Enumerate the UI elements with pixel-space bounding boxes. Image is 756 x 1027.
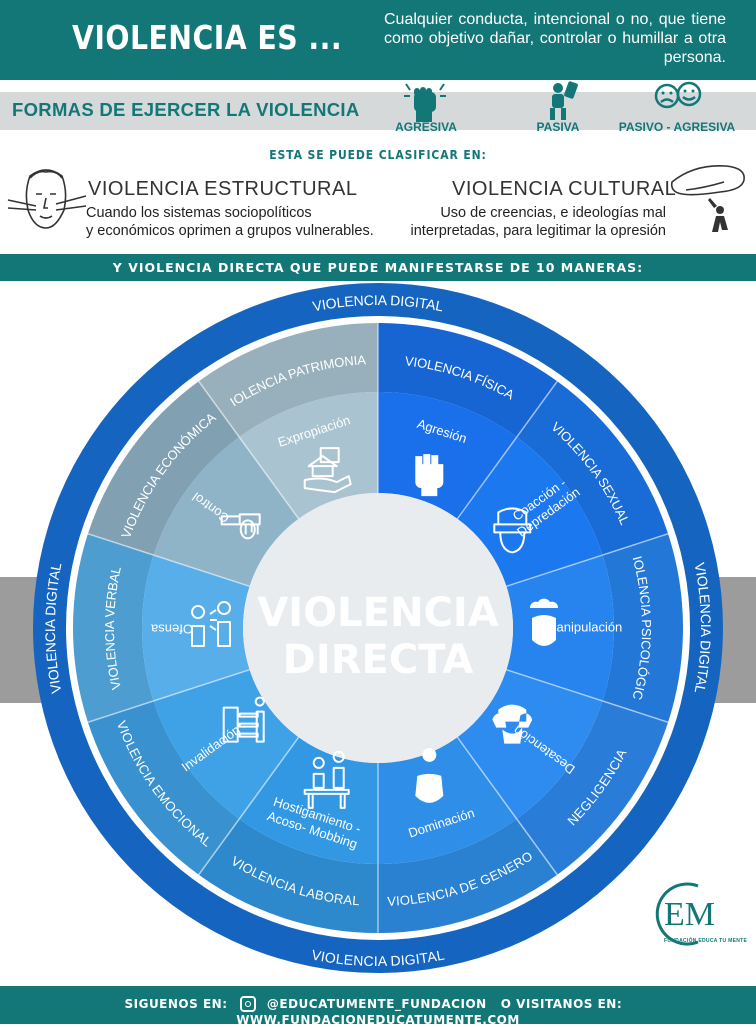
category-segment	[378, 818, 558, 933]
estructural-description: Cuando los sistemas sociopolíticos y eco…	[86, 204, 374, 240]
cultural-title: VIOLENCIA CULTURAL	[452, 178, 677, 200]
covered-eyes-icon	[492, 704, 533, 744]
two-faces-icon	[652, 80, 704, 125]
outer-ring-labels: VIOLENCIA DIGITAL VIOLENCIA DIGITAL VIOLEN…	[42, 292, 714, 969]
item-segment	[153, 669, 299, 819]
embrace-icon	[415, 747, 444, 803]
mind-cloud-icon	[529, 598, 559, 646]
footer-bar	[0, 986, 756, 1024]
estructural-desc-line1: Cuando los sistemas sociopolíticos	[86, 205, 312, 221]
logo-tagline: FUNDACIÓN EDUCA TU MENTE	[664, 938, 748, 944]
pointing-fingers-icon	[222, 696, 265, 743]
item-segment	[506, 555, 614, 701]
foot-crushing-icon	[664, 160, 750, 247]
center-title-line2: DIRECTA	[283, 637, 474, 683]
oppressed-face-icon	[6, 166, 88, 243]
segment-divider	[456, 736, 558, 876]
center-title-line1: VIOLENCIA	[257, 590, 498, 636]
segment-divider	[198, 736, 300, 876]
item-label: Manipulación	[546, 619, 623, 634]
footer-handle[interactable]: @EDUCATUMENTE_FUNDACION	[266, 997, 487, 1011]
house-hand-icon	[303, 447, 352, 494]
estructural-desc-line2: y económicos oprimen a grupos vulnerable…	[86, 223, 374, 239]
category-segment	[516, 700, 669, 875]
footer-website[interactable]: WWW.FUNDACIONEDUCATUMENTE.COM	[236, 1012, 520, 1027]
center-circle	[243, 493, 513, 763]
segment-divider	[87, 533, 250, 587]
segment-divider	[198, 380, 300, 520]
segment-divider	[87, 669, 250, 723]
cultural-description: Uso de creencias, e ideologías mal inter…	[410, 205, 667, 239]
item-segment	[153, 437, 299, 587]
category-segment	[516, 381, 669, 556]
forma-pasiva-label: PASIVA	[536, 120, 580, 134]
category-segment	[378, 323, 558, 438]
fist-icon	[400, 80, 452, 129]
item-segment	[457, 669, 603, 819]
formas-band	[0, 92, 756, 130]
footer-row: SIGUENOS EN: @EDUCATUMENTE_FUNDACION O V…	[0, 996, 756, 1027]
shouting-icon	[191, 601, 232, 647]
item-label: Ofensa	[150, 622, 193, 637]
directa-band	[0, 254, 756, 281]
category-label: VIOLENCIA VERBAL	[102, 565, 124, 691]
instagram-icon[interactable]	[240, 996, 257, 1012]
category-segment	[87, 700, 240, 875]
outer-ring-label: VIOLENCIA DIGITAL	[310, 946, 446, 969]
shield-person-icon	[534, 78, 582, 127]
footer-visitanos: O VISITANOS EN:	[500, 997, 623, 1011]
category-segment	[198, 818, 378, 933]
directa-heading: Y VIOLENCIA DIRECTA QUE PUEDE MANIFESTAR…	[112, 260, 644, 275]
header-bar	[0, 0, 756, 80]
item-segment	[378, 737, 517, 864]
formas-title: FORMAS DE EJERCER LA VIOLENCIA	[12, 99, 360, 120]
violence-definition: Cualquier conducta, intencional o no, qu…	[384, 11, 726, 66]
footer-siguenos: SIGUENOS EN:	[124, 997, 228, 1011]
fist-icon	[415, 454, 444, 497]
office-harassment-icon	[303, 750, 350, 809]
segment-divider	[506, 669, 669, 723]
item-segment	[378, 392, 517, 519]
page-title: VIOLENCIA ES ...	[72, 18, 343, 57]
outer-ring-label: VIOLENCIA DIGITAL	[42, 561, 64, 695]
estructural-title: VIOLENCIA ESTRUCTURAL	[88, 178, 358, 200]
item-icons	[191, 447, 559, 809]
clasificacion-heading: ESTA SE PUEDE CLASIFICAR EN:	[269, 148, 487, 162]
logo-letters: EM	[664, 896, 715, 933]
segment-divider	[456, 380, 558, 520]
segment-dividers	[87, 323, 669, 933]
outer-ring-label: VIOLENCIA DIGITAL	[692, 561, 714, 695]
segment-divider	[506, 533, 669, 587]
blindfold-icon	[493, 507, 532, 554]
category-ring	[73, 323, 683, 933]
forma-pasivo-agresiva-label: PASIVO - AGRESIVA	[618, 120, 736, 134]
item-segment	[142, 555, 250, 701]
logo-mark	[654, 882, 744, 951]
category-segment	[73, 533, 154, 723]
money-puppet-icon	[220, 513, 261, 540]
category-segment	[602, 533, 683, 723]
outer-ring-label: VIOLENCIA DIGITAL	[311, 292, 445, 314]
forma-agresiva-label: AGRESIVA	[395, 120, 457, 134]
item-segment	[457, 437, 603, 587]
category-segment	[198, 323, 378, 438]
category-segment	[87, 381, 240, 556]
